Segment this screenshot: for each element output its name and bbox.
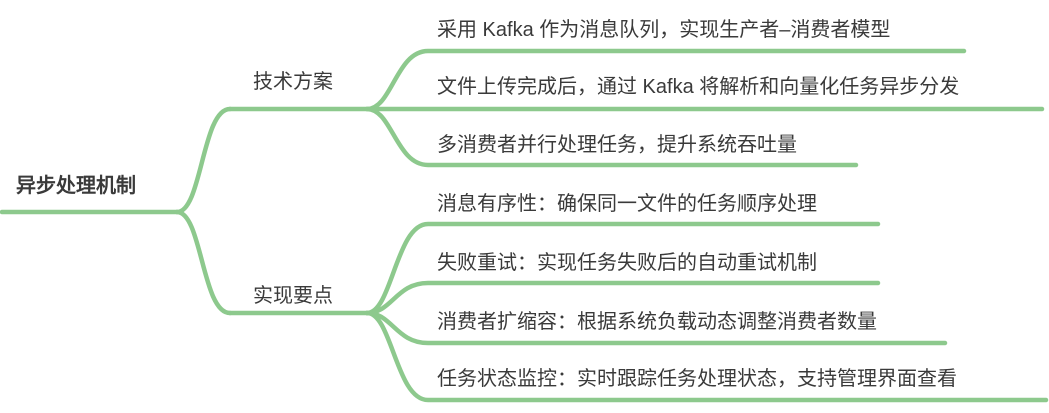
connector-root-branch2 bbox=[174, 209, 233, 316]
connector-branch2-leaf7 bbox=[364, 310, 1049, 403]
leaf-node-parallel-consumers[interactable]: 多消费者并行处理任务，提升系统吞吐量 bbox=[437, 134, 797, 156]
branch-node-implementation-points[interactable]: 实现要点 bbox=[253, 285, 333, 307]
leaf-node-failure-retry[interactable]: 失败重试：实现任务失败后的自动重试机制 bbox=[437, 252, 817, 274]
connector-branch1-leaf3 bbox=[364, 106, 859, 168]
branch-node-tech-solution[interactable]: 技术方案 bbox=[253, 71, 333, 93]
connector-branch1-leaf1 bbox=[364, 48, 967, 112]
connector-branch2-leaf5 bbox=[364, 280, 881, 316]
leaf-node-task-status-monitoring[interactable]: 任务状态监控：实时跟踪任务处理状态，支持管理界面查看 bbox=[437, 368, 957, 390]
connector-root-branch1 bbox=[174, 106, 233, 215]
connector-branch2-leaf4 bbox=[364, 221, 881, 316]
root-node[interactable]: 异步处理机制 bbox=[16, 175, 136, 197]
leaf-node-message-ordering[interactable]: 消息有序性：确保同一文件的任务顺序处理 bbox=[437, 193, 817, 215]
leaf-node-consumer-scaling[interactable]: 消费者扩缩容：根据系统负载动态调整消费者数量 bbox=[437, 311, 877, 333]
leaf-node-kafka-queue[interactable]: 采用 Kafka 作为消息队列，实现生产者–消费者模型 bbox=[437, 19, 891, 41]
leaf-node-async-dispatch[interactable]: 文件上传完成后，通过 Kafka 将解析和向量化任务异步分发 bbox=[437, 76, 960, 98]
